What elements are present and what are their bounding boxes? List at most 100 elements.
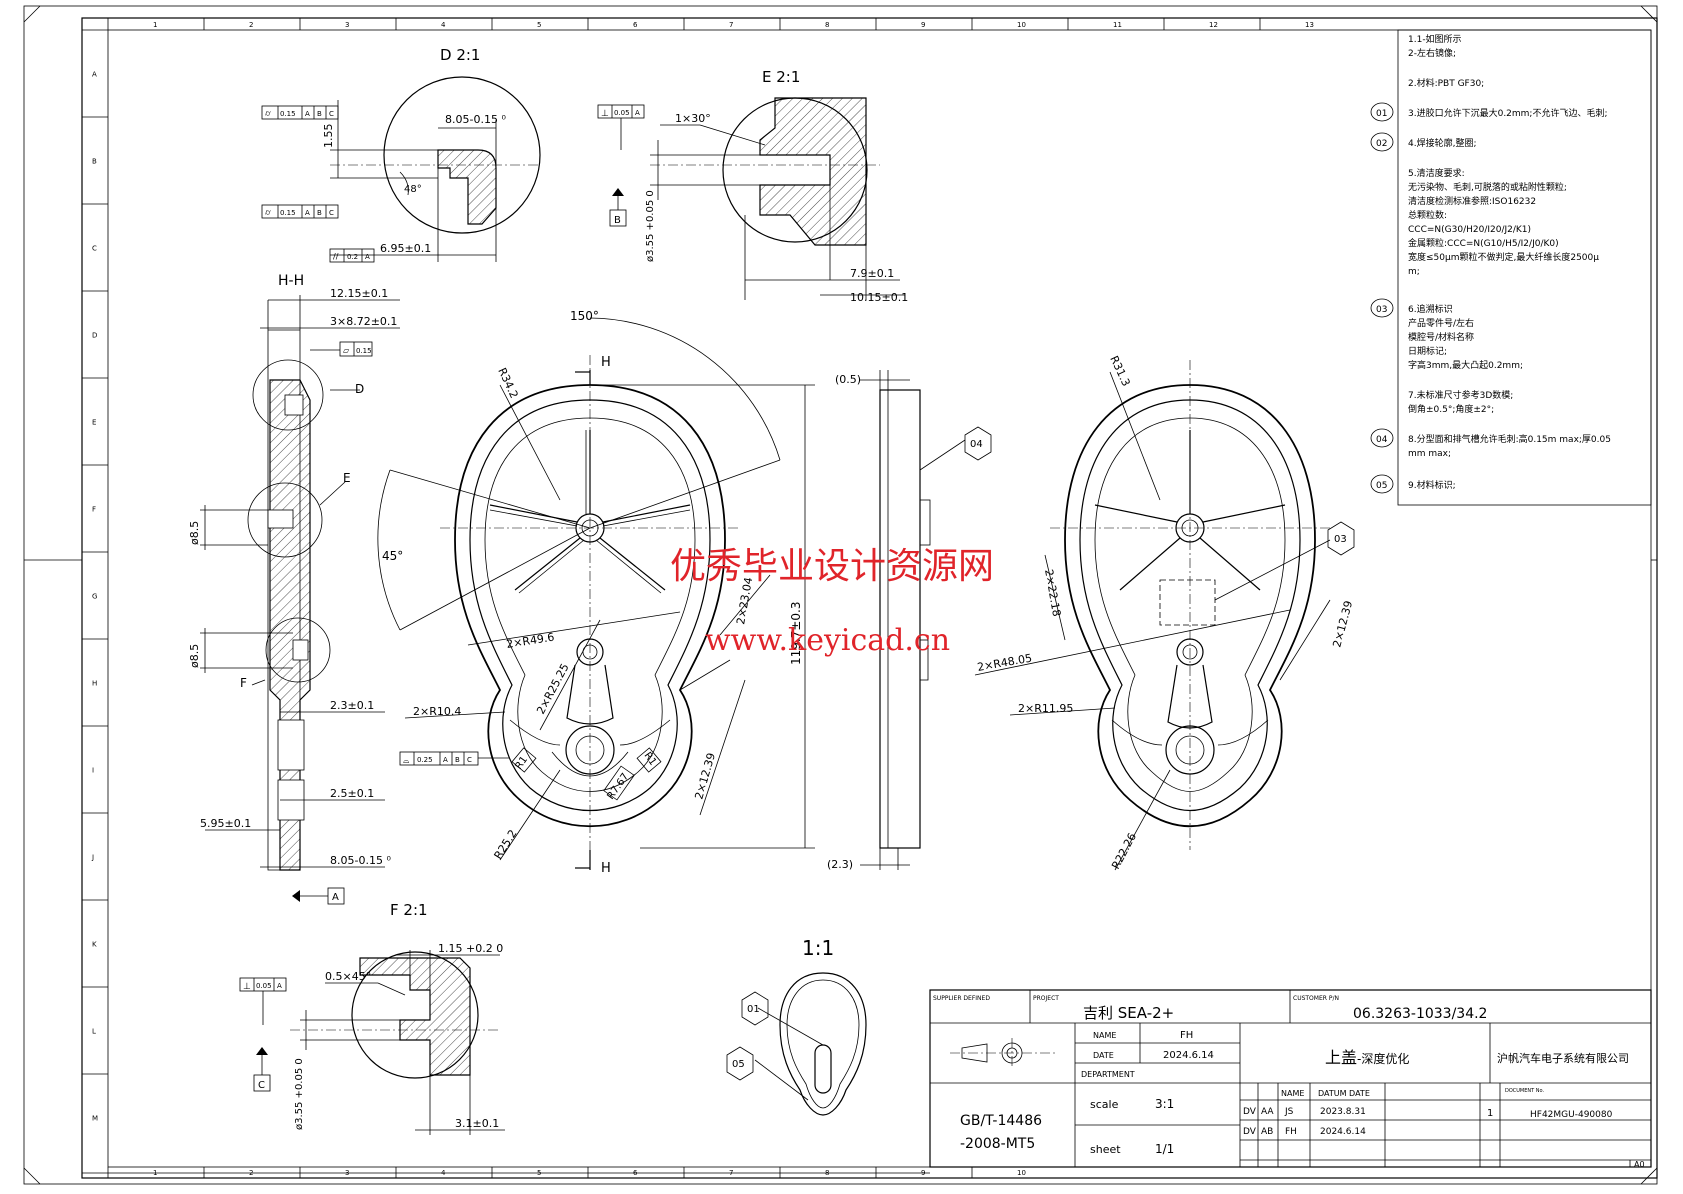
front-r1-right: R1 <box>642 750 659 767</box>
note-balloon <box>1370 428 1394 448</box>
note-item: 2.材料:PBT GF30; <box>1408 77 1484 89</box>
rear-r22: R22.26 <box>1109 831 1139 872</box>
rear-w12: 2×12.39 <box>1330 599 1355 648</box>
border-col-label-bottom: 10 <box>1017 1169 1026 1177</box>
section-hh-label-d: D <box>355 382 364 396</box>
svg-text:0.15: 0.15 <box>280 110 296 118</box>
note-line: 金属颗粒:CCC=N(G10/H5/I2/J0/K0) <box>1408 237 1559 249</box>
svg-text:0.05: 0.05 <box>614 109 630 117</box>
rear-balloon-03 <box>1327 521 1355 556</box>
tb-rev-name-label: NAME <box>1281 1089 1304 1098</box>
svg-text:B: B <box>317 209 322 217</box>
svg-text:A: A <box>305 209 310 217</box>
note-item: 5.清洁度要求:无污染物、毛刺,可脱落的或粘附性颗粒;清洁度检测标准参照:ISO… <box>1408 167 1599 277</box>
note-line: 8.分型面和排气槽允许毛刺:高0.15m max;厚0.05 <box>1408 433 1611 445</box>
tb-supplier-label: SUPPLIER DEFINED <box>933 995 990 1002</box>
detail-f-dim-1: 1.15 +0.2 0 <box>438 942 503 955</box>
note-balloon-label: 01 <box>1376 109 1387 119</box>
svg-text:A: A <box>635 109 640 117</box>
svg-text:⊥: ⊥ <box>243 982 251 992</box>
side-view: (0.5) (2.3) 04 <box>827 370 992 871</box>
note-line: 7.未标准尺寸参考3D数模; <box>1408 389 1513 401</box>
tb-doc-index: 1 <box>1487 1108 1493 1119</box>
note-balloon-label: 02 <box>1376 139 1387 149</box>
svg-text:A: A <box>443 756 448 764</box>
border-col-label: 8 <box>825 21 829 29</box>
revision-cell: 2024.6.14 <box>1320 1127 1366 1137</box>
rear-w22: 2×22.18 <box>1042 568 1063 617</box>
note-line: 3.进胶口允许下沉最大0.2mm;不允许飞边、毛刺; <box>1408 107 1608 119</box>
rear-r11: 2×R11.95 <box>1018 702 1073 715</box>
note-line: CCC=N(G30/H20/I20/J2/K1) <box>1408 225 1531 235</box>
note-line: 模腔号/材料名称 <box>1408 331 1474 343</box>
front-r7: R7.67 <box>605 771 631 801</box>
border-col-label-bottom: 2 <box>249 1169 253 1177</box>
svg-text:0.25: 0.25 <box>417 756 433 764</box>
tb-document-label: DOCUMENT No. <box>1505 1088 1545 1094</box>
border-col-label: 3 <box>345 21 349 29</box>
section-hh-dim-1: 12.15±0.1 <box>330 287 388 300</box>
svg-text:C: C <box>258 1080 265 1091</box>
svg-text:▱: ▱ <box>343 346 350 355</box>
border-row-label: B <box>92 158 97 166</box>
note-line: 2.材料:PBT GF30; <box>1408 77 1484 89</box>
note-line: 6.追溯标识 <box>1408 303 1453 315</box>
note-line: 产品零件号/左右 <box>1408 317 1474 329</box>
border-col-label: 13 <box>1305 21 1314 29</box>
watermark-url: www.keyicad.cn <box>705 623 950 658</box>
border-row-label: L <box>92 1028 96 1036</box>
border-col-label-bottom: 1 <box>153 1169 157 1177</box>
border-row-label: C <box>92 245 97 253</box>
border-row-label: E <box>92 419 96 427</box>
scale-1-1-view: 1:1 01 05 <box>726 936 867 1116</box>
note-line: 倒角±0.5°;角度±2°; <box>1408 403 1494 415</box>
detail-d-dim-1: 8.05-0.15 ⁰ <box>445 113 506 126</box>
revision-cell: AA <box>1261 1107 1274 1117</box>
note-balloon-label: 04 <box>1376 435 1388 445</box>
detail-e-dim-2: 7.9±0.1 <box>850 267 894 280</box>
front-angle-150: 150° <box>570 309 599 323</box>
note-line: 9.材料标识; <box>1408 479 1456 491</box>
tb-name: FH <box>1180 1030 1193 1041</box>
main-front-view: 150° 45° H H R34.2 <box>377 309 815 876</box>
note-item: 9.材料标识;05 <box>1370 474 1456 494</box>
section-hh-title: H-H <box>278 273 304 289</box>
svg-text:H: H <box>601 355 611 370</box>
tb-customer-pn: 06.3263-1033/34.2 <box>1353 1006 1487 1022</box>
section-hh-dia-2: ø8.5 <box>188 644 201 668</box>
section-hh-dia-1: ø8.5 <box>188 521 201 545</box>
tb-project: 吉利 SEA-2+ <box>1083 1004 1174 1022</box>
svg-text:0.05: 0.05 <box>256 982 272 990</box>
border-row-label: J <box>91 854 94 862</box>
tb-sheet-label: sheet <box>1090 1143 1121 1156</box>
border-row-label: G <box>92 593 97 601</box>
detail-f-title: F 2:1 <box>390 901 428 919</box>
svg-text:A: A <box>305 110 310 118</box>
border-col-label: 10 <box>1017 21 1026 29</box>
section-hh-dim-6: 2.5±0.1 <box>330 787 374 800</box>
tb-part-name: 上盖-深度优化 <box>1325 1048 1409 1067</box>
note-line: 清洁度检测标准参照:ISO16232 <box>1408 195 1536 207</box>
note-item: 1.1-如图所示 2-左右镜像; <box>1408 33 1462 59</box>
tb-standard-1: GB/T-14486 <box>960 1113 1042 1129</box>
detail-e-title: E 2:1 <box>762 68 800 86</box>
note-line: 总颗粒数: <box>1408 209 1447 221</box>
svg-text:B: B <box>614 215 621 226</box>
rear-view: 03 R31.3 2×R48.05 2×R11.95 R22.26 2×22.1… <box>974 354 1355 872</box>
revision-cell: DV <box>1243 1107 1257 1117</box>
side-dim-1: (0.5) <box>835 373 861 386</box>
note-balloon <box>1370 474 1394 494</box>
side-dim-2: (2.3) <box>827 858 853 871</box>
note-item: 3.进胶口允许下沉最大0.2mm;不允许飞边、毛刺; 01 <box>1370 102 1608 122</box>
border-col-label-bottom: 9 <box>921 1169 925 1177</box>
scale-view-title: 1:1 <box>802 936 834 960</box>
section-hh-label-e: E <box>343 471 351 485</box>
front-r10: 2×R10.4 <box>413 705 461 718</box>
note-line: 4.焊接轮廓,整圈; <box>1408 137 1476 149</box>
detail-e-datum: B <box>609 188 627 227</box>
border-row-label: H <box>92 680 97 688</box>
